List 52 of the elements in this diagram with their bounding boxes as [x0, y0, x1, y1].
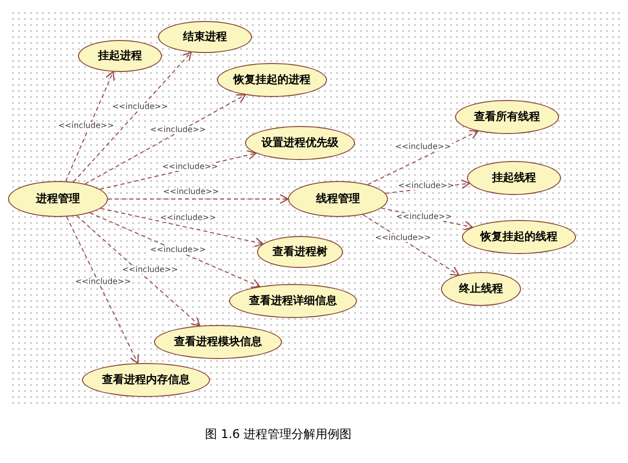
include-arrow [84, 94, 246, 184]
edge-label: <<include>> [121, 266, 179, 274]
use-case-label: 线程管理 [316, 190, 360, 207]
include-arrow [362, 214, 460, 276]
use-case-ellipse [229, 284, 357, 318]
use-case-ellipse [82, 363, 210, 397]
use-case-ellipse [158, 21, 252, 53]
use-case-label: 进程管理 [36, 190, 80, 207]
use-case-ellipse [467, 161, 561, 195]
use-case-ellipse [288, 181, 388, 217]
use-case-ellipse [245, 126, 355, 160]
edge-label: <<include>> [149, 126, 207, 134]
use-case-ellipse [78, 40, 162, 72]
use-case-label: 恢复挂起的线程 [480, 228, 558, 245]
edge-label: <<include>> [111, 103, 169, 111]
use-case-ellipse [8, 181, 108, 217]
use-case-ellipse [441, 272, 521, 306]
edge-label: <<include>> [161, 163, 219, 171]
edge-label: <<include>> [57, 122, 115, 130]
include-arrow [66, 216, 139, 364]
edge-label: <<include>> [394, 143, 452, 151]
edge-label: <<include>> [159, 214, 217, 222]
use-case-label: 终止线程 [459, 280, 503, 297]
include-arrow [73, 52, 192, 182]
include-arrow [367, 130, 479, 186]
include-arrow [65, 71, 115, 182]
use-case-label: 查看进程模块信息 [174, 334, 262, 350]
use-case-label: 结束进程 [183, 28, 227, 45]
use-case-label: 查看进程树 [272, 244, 328, 260]
edge-label: <<include>> [74, 278, 132, 286]
use-case-label: 挂起线程 [492, 170, 536, 186]
edge-label: <<include>> [374, 234, 432, 242]
use-case-ellipse [462, 220, 576, 254]
include-arrow [76, 215, 200, 326]
edge-label: <<include>> [162, 188, 220, 196]
use-case-label: 挂起进程 [98, 48, 142, 64]
figure-caption: 图 1.6 进程管理分解用例图 [205, 426, 352, 443]
use-case-label: 查看所有线程 [474, 108, 540, 125]
edge-label: <<include>> [395, 213, 453, 221]
use-case-label: 设置进程优先级 [262, 134, 338, 151]
include-arrow [89, 212, 260, 288]
include-arrow [100, 208, 264, 248]
use-case-label: 查看进程详细信息 [249, 292, 337, 309]
use-case-ellipse [455, 100, 559, 134]
use-case-ellipse [217, 63, 327, 97]
use-case-label: 查看进程内存信息 [102, 372, 190, 388]
edge-label: <<include>> [397, 182, 455, 190]
use-case-ellipse [257, 236, 343, 268]
include-arrow [108, 194, 289, 204]
use-case-label: 恢复挂起的进程 [234, 72, 310, 88]
edge-label: <<include>> [149, 246, 207, 254]
use-case-ellipse [154, 325, 282, 359]
